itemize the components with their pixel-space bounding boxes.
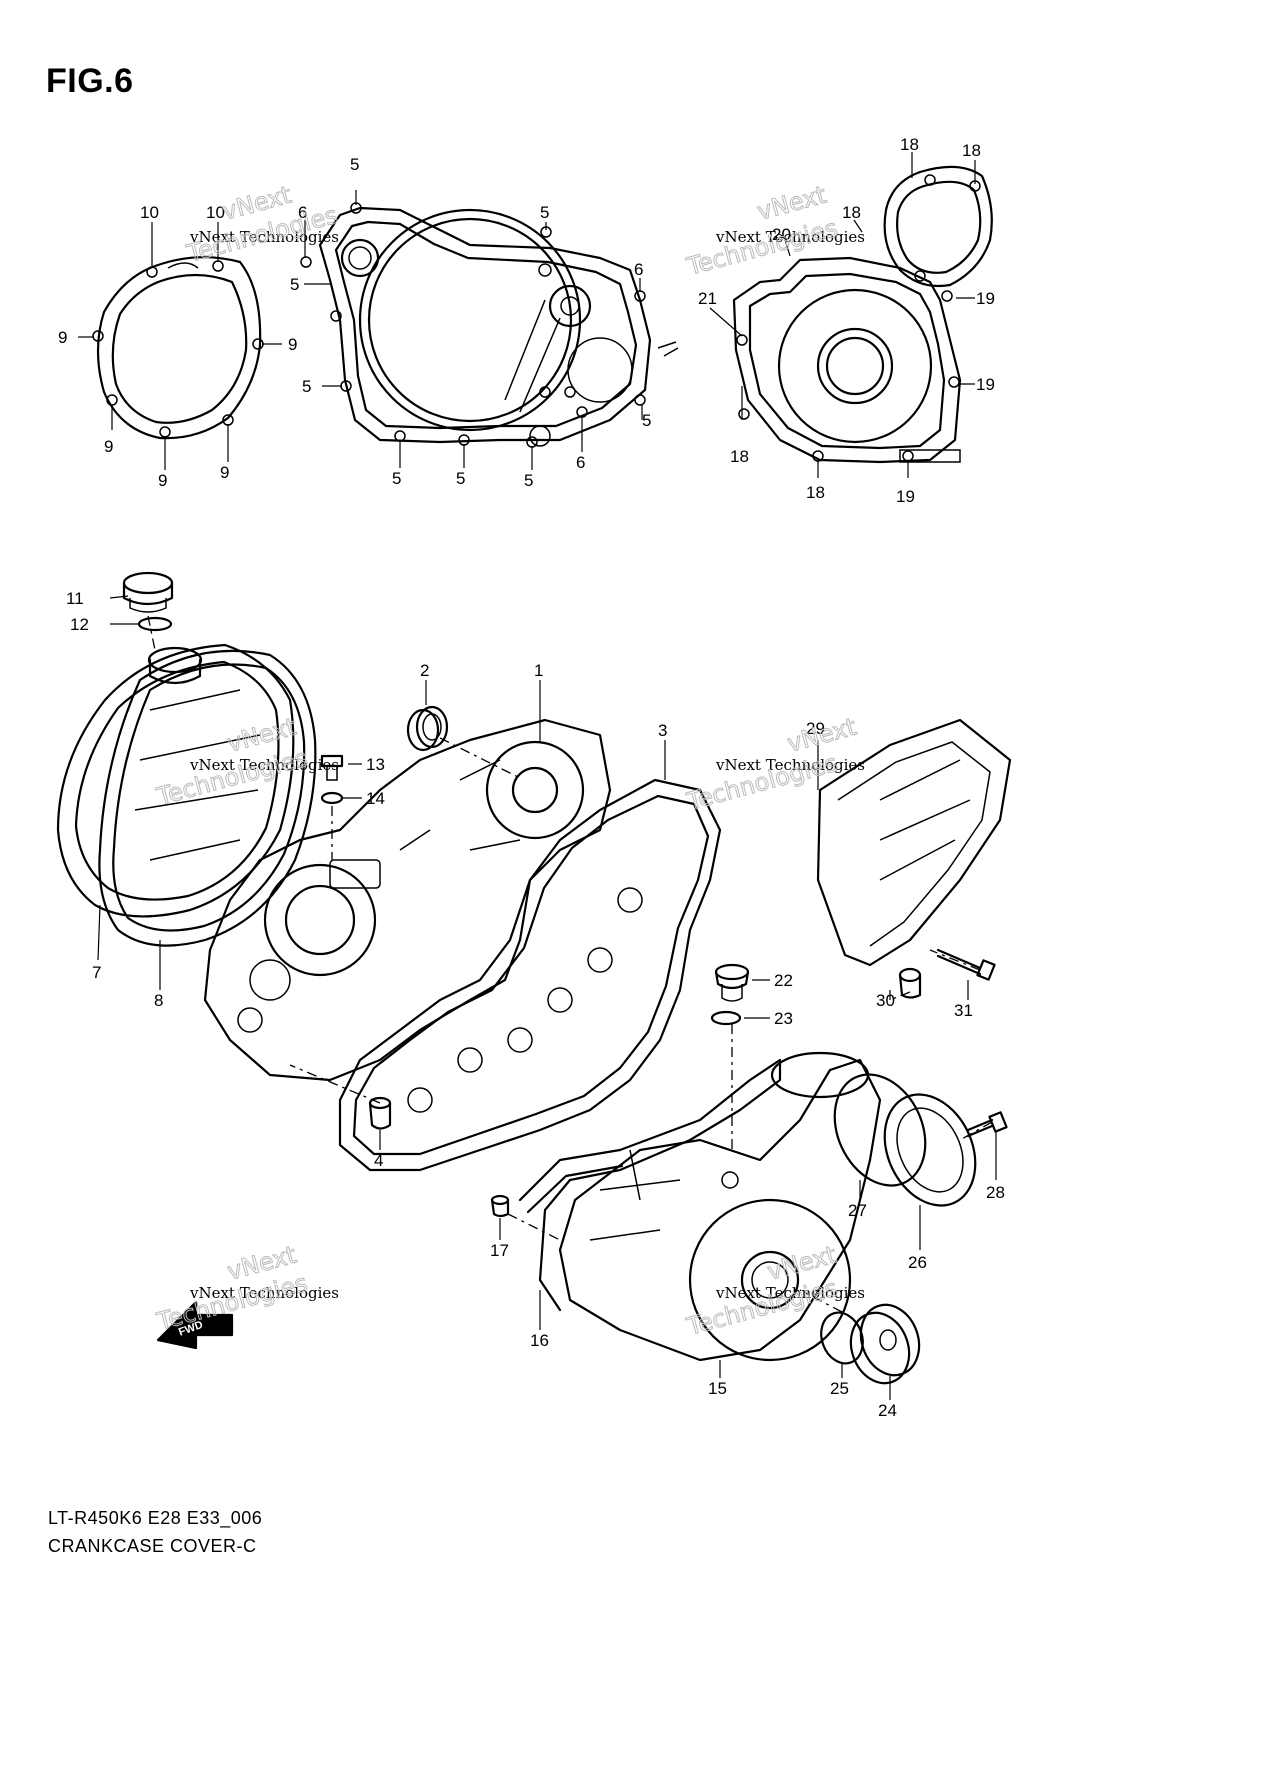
callout-label: 5 xyxy=(540,203,549,222)
callout-label: 31 xyxy=(954,1001,973,1020)
callout-label: 19 xyxy=(976,289,995,308)
callout-label: 18 xyxy=(900,135,919,154)
callout-label: 12 xyxy=(70,615,89,634)
callout-label: 10 xyxy=(206,203,225,222)
model-code-label: LT-R450K6 E28 E33_006 xyxy=(48,1508,263,1528)
callout-label: 18 xyxy=(842,203,861,222)
callout-label: 9 xyxy=(220,463,229,482)
watermark: vNext Technologies vNext Technologies xyxy=(153,1240,339,1336)
callout-label: 8 xyxy=(154,991,163,1010)
callout-label: 19 xyxy=(976,375,995,394)
o-ring-12 xyxy=(137,616,173,632)
callout-label: 3 xyxy=(658,721,667,740)
dowel-pin-17 xyxy=(490,1194,510,1218)
callout-label: 26 xyxy=(908,1253,927,1272)
plug-24 xyxy=(849,1303,921,1385)
callout-label: 5 xyxy=(456,469,465,488)
dowel-pin-4 xyxy=(368,1096,392,1130)
callout-label: 11 xyxy=(66,589,84,608)
gasket-crankcase-cover-outline xyxy=(300,202,679,448)
callout-label: 9 xyxy=(158,471,167,490)
plug-22 xyxy=(714,963,750,1002)
callout-label: 6 xyxy=(298,203,307,222)
o-ring-27 xyxy=(833,1073,927,1187)
callout-label: 23 xyxy=(774,1009,793,1028)
callout-label: 10 xyxy=(140,203,159,222)
callout-label: 1 xyxy=(534,661,543,680)
callout-label: 18 xyxy=(730,447,749,466)
gasket-magneto-cover-outline xyxy=(732,165,993,464)
washer-23 xyxy=(710,1010,742,1026)
alignment-lines xyxy=(147,615,993,1313)
callout-label: 20 xyxy=(772,225,791,244)
callout-label: 5 xyxy=(524,471,533,490)
watermark: vNext Technologies vNext Technologies xyxy=(183,180,341,268)
watermark-text: vNext Technologies xyxy=(715,228,865,246)
callout-label: 6 xyxy=(576,453,585,472)
callout-label: 9 xyxy=(104,437,113,456)
watermarks: vNext Technologies vNext Technologies vN… xyxy=(153,180,865,1341)
callout-label: 5 xyxy=(642,411,651,430)
callout-labels: 10 10 6 9 9 9 9 9 5 5 5 5 5 5 5 5 6 6 18… xyxy=(58,135,1005,1420)
callout-label: 30 xyxy=(876,991,895,1010)
watermark-text: vNext Technologies xyxy=(715,756,865,774)
callout-label: 15 xyxy=(708,1379,727,1398)
watermark-text: vNext Technologies xyxy=(189,1284,339,1302)
callout-label: 17 xyxy=(490,1241,509,1260)
callout-label: 2 xyxy=(420,661,429,680)
callout-label: 19 xyxy=(896,487,915,506)
callout-label: 5 xyxy=(290,275,299,294)
bolt-13 xyxy=(320,754,344,781)
callout-label: 27 xyxy=(848,1201,867,1220)
callout-label: 22 xyxy=(774,971,793,990)
washer-14 xyxy=(320,791,344,805)
callout-label: 4 xyxy=(374,1151,383,1170)
callout-label: 5 xyxy=(392,469,401,488)
callout-label: 14 xyxy=(366,789,385,808)
callout-label: 24 xyxy=(878,1401,897,1420)
callout-label: 18 xyxy=(962,141,981,160)
gasket-clutch-cover-outline-8 xyxy=(98,649,317,947)
watermark: vNext Technologies vNext Technologies xyxy=(683,712,865,816)
gasket-crankcase-cover-3 xyxy=(338,778,722,1172)
watermark-text: vNext Technologies xyxy=(715,1284,865,1302)
callout-label: 13 xyxy=(366,755,385,774)
oil-filler-cap-11 xyxy=(122,571,174,613)
crankcase-cover-outline xyxy=(203,718,612,1082)
callout-label: 9 xyxy=(58,328,67,347)
cap-cover-26 xyxy=(883,1093,977,1207)
watermark-text: vNext Technologies xyxy=(189,228,339,246)
gasket-clutch-cover-outline xyxy=(92,256,264,440)
diagram-name-label: CRANKCASE COVER-C xyxy=(48,1536,257,1556)
callout-label: 25 xyxy=(830,1379,849,1398)
callout-label: 28 xyxy=(986,1183,1005,1202)
callout-label: 7 xyxy=(92,963,101,982)
gasket-magneto-cover-16 xyxy=(518,1058,782,1312)
callout-label: 16 xyxy=(530,1331,549,1350)
figure-title: FIG.6 xyxy=(46,62,134,100)
callout-label: 29 xyxy=(806,719,825,738)
watermark: vNext Technologies vNext Technologies xyxy=(683,1240,865,1341)
callout-label: 5 xyxy=(350,155,359,174)
callout-label: 6 xyxy=(634,260,643,279)
bolt-28 xyxy=(966,1111,1008,1138)
callout-label: 21 xyxy=(698,289,717,308)
callout-label: 9 xyxy=(288,335,297,354)
watermark-text: vNext Technologies xyxy=(189,756,339,774)
oil-seal-2 xyxy=(406,705,449,752)
forward-arrow-icon: FWD xyxy=(156,1300,234,1350)
callout-label: 18 xyxy=(806,483,825,502)
leader-lines xyxy=(78,152,997,1400)
callout-label: 5 xyxy=(302,377,311,396)
watermark: vNext Technologies vNext Technologies xyxy=(683,180,865,281)
bolt-31 xyxy=(936,948,996,981)
